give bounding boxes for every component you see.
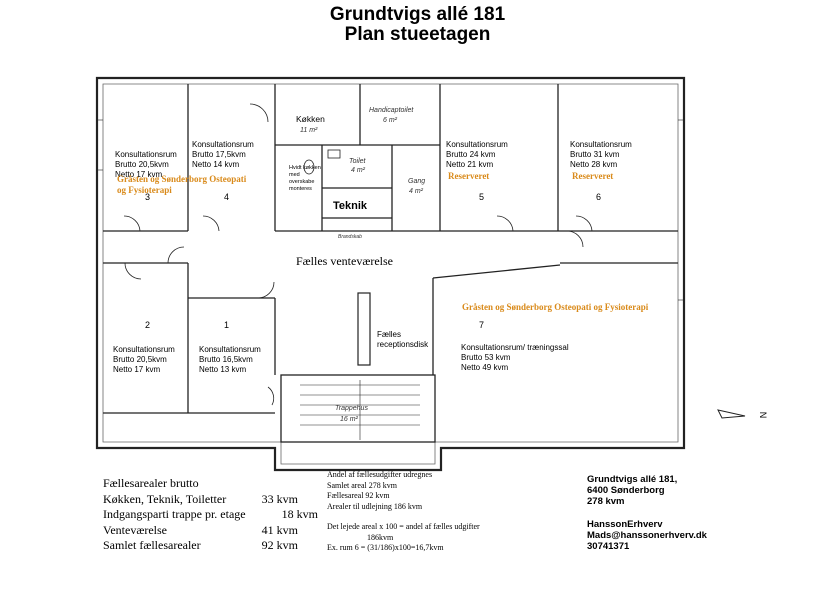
reception-label: Fælles receptionsdisk bbox=[377, 330, 429, 349]
stairwell-area: 16 m² bbox=[340, 416, 358, 423]
address-block: Grundtvigs allé 181, 6400 Sønderborg 278… bbox=[587, 474, 707, 552]
north-arrow-icon bbox=[717, 409, 746, 419]
kitchen-note: Hvidt køkken med overskabe monteres bbox=[289, 165, 321, 192]
room-1-number: 1 bbox=[224, 320, 230, 330]
room-4-number: 4 bbox=[224, 192, 230, 202]
room-5-status: Reserveret bbox=[448, 171, 490, 181]
room-5-label: Konsultationsrum Brutto 24 kvm Netto 21 … bbox=[446, 140, 508, 169]
breakdown-title: Fællesarealer brutto bbox=[103, 476, 199, 490]
room-3-tenant: Gråsten og Sønderborg Osteopati og Fysio… bbox=[117, 174, 247, 195]
kitchen-area: 11 m² bbox=[300, 127, 318, 134]
room-7-label: Konsultationsrum/ træningssal Brutto 53 … bbox=[461, 343, 569, 372]
room-7-number: 7 bbox=[479, 320, 485, 330]
handicap-toilet-label: Handicaptoilet bbox=[369, 107, 414, 114]
room-6-status: Reserveret bbox=[572, 171, 614, 181]
room-6-number: 6 bbox=[596, 192, 602, 202]
waiting-room-label: Fælles venteværelse bbox=[296, 254, 393, 268]
gang-label: Gang bbox=[408, 178, 426, 185]
toilet-label: Toilet bbox=[349, 158, 366, 165]
room-3-number: 3 bbox=[145, 192, 151, 202]
toilet-area: 4 m² bbox=[351, 167, 365, 174]
email-link[interactable]: Mads@hanssonerhverv.dk bbox=[587, 530, 707, 541]
share-calculation: Andel af fællesudgifter udregnes Samlet … bbox=[327, 470, 480, 552]
common-area-breakdown: Fællesarealer brutto Køkken, Teknik, Toi… bbox=[103, 476, 318, 554]
room-2-label: Konsultationsrum Brutto 20,5kvm Netto 17… bbox=[113, 345, 175, 374]
room-2-number: 2 bbox=[145, 320, 151, 330]
page-title: Grundtvigs allé 181 bbox=[329, 4, 506, 25]
page-subtitle: Plan stueetagen bbox=[344, 24, 491, 45]
room-1-label: Konsultationsrum Brutto 16,5kvm Netto 13… bbox=[199, 345, 261, 374]
room-5-number: 5 bbox=[479, 192, 485, 202]
room-7-tenant: Gråsten og Sønderborg Osteopati og Fysio… bbox=[462, 302, 649, 312]
handicap-toilet-area: 6 m² bbox=[383, 117, 397, 124]
room-6-label: Konsultationsrum Brutto 31 kvm Netto 28 … bbox=[570, 140, 632, 169]
room-4-label: Konsultationsrum Brutto 17,5kvm Netto 14… bbox=[192, 140, 254, 169]
teknik-label: Teknik bbox=[333, 200, 368, 212]
kitchen-label: Køkken bbox=[296, 114, 325, 124]
phone-number: 30741371 bbox=[587, 541, 630, 552]
stairwell-label: Trappehus bbox=[335, 405, 368, 412]
north-label: N bbox=[758, 411, 769, 419]
gang-area: 4 m² bbox=[409, 188, 423, 195]
room-3-label: Konsultationsrum Brutto 20,5kvm Netto 17… bbox=[115, 150, 177, 179]
fire-cabinet-label: Brandskab bbox=[338, 234, 362, 240]
